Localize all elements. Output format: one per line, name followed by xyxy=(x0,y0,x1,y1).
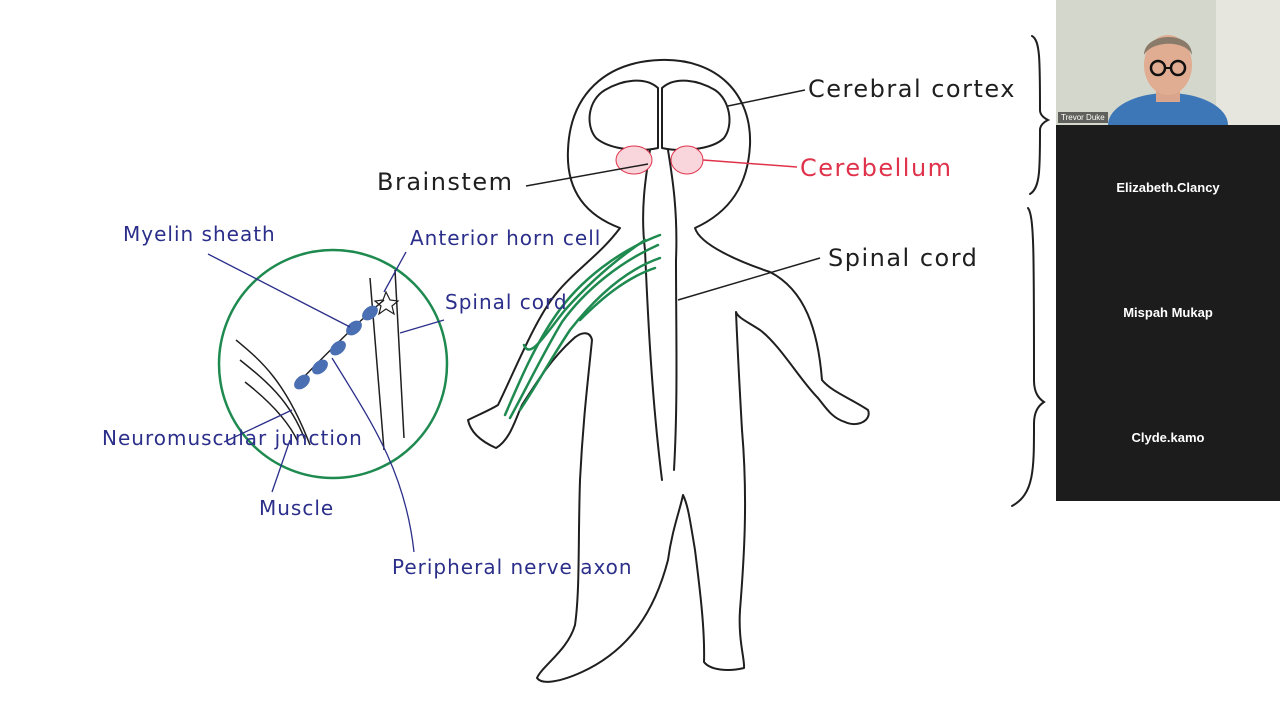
brainstem-leader xyxy=(525,163,649,187)
active-speaker-tile[interactable]: Trevor Duke xyxy=(1056,0,1280,125)
right-hemisphere xyxy=(661,79,731,151)
anterior-horn-cell-marker xyxy=(373,290,400,316)
cortex-leader xyxy=(727,89,806,107)
spinal-cord-left-edge xyxy=(642,149,663,481)
participants-panel: Trevor Duke Elizabeth.Clancy Mispah Muka… xyxy=(1056,0,1280,501)
label-brainstem: Brainstem xyxy=(377,168,513,196)
diagram: Cerebral cortex Cerebellum Brainstem Spi… xyxy=(102,35,1051,683)
label-cerebellum: Cerebellum xyxy=(800,154,953,182)
cerebellum xyxy=(615,145,704,175)
label-anterior-horn-cell: Anterior horn cell xyxy=(410,226,601,250)
participant-name: Clyde.kamo xyxy=(1131,430,1205,445)
inset-detail xyxy=(207,248,449,553)
brace-upper xyxy=(1029,35,1051,195)
brace-lower xyxy=(1011,207,1046,507)
label-spinal-cord: Spinal cord xyxy=(828,244,978,272)
arm-nerves xyxy=(503,233,662,420)
participant-tile[interactable]: Elizabeth.Clancy xyxy=(1056,125,1280,250)
cerebellum-leader xyxy=(702,159,798,168)
participant-tile[interactable]: Clyde.kamo xyxy=(1056,375,1280,500)
spinal-cord-leader xyxy=(677,257,821,301)
speaker-video xyxy=(1056,0,1280,125)
participant-name: Mispah Mukap xyxy=(1123,305,1213,320)
label-peripheral-nerve-axon: Peripheral nerve axon xyxy=(392,555,633,579)
label-cerebral-cortex: Cerebral cortex xyxy=(808,75,1016,103)
spinal-cord-right-edge xyxy=(667,149,678,471)
label-muscle: Muscle xyxy=(259,496,334,520)
speaker-name-tag: Trevor Duke xyxy=(1058,112,1108,123)
left-hemisphere xyxy=(588,79,659,151)
myelin-segments xyxy=(294,305,378,390)
participant-tile[interactable]: Mispah Mukap xyxy=(1056,250,1280,375)
label-myelin-sheath: Myelin sheath xyxy=(123,222,276,246)
label-neuromuscular-junction: Neuromuscular junction xyxy=(102,426,363,450)
participant-name: Elizabeth.Clancy xyxy=(1116,180,1220,195)
label-inset-spinal-cord: Spinal cord xyxy=(445,290,568,314)
